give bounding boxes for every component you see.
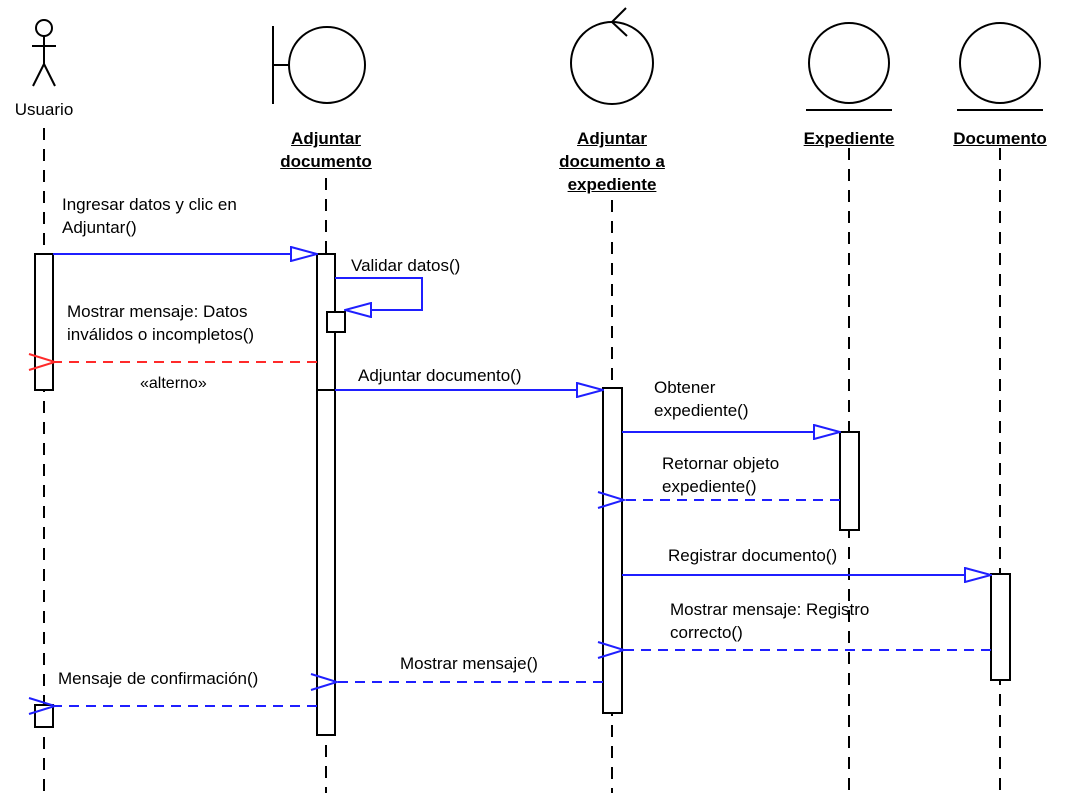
boundary-object-icon (272, 26, 366, 104)
messages (53, 254, 991, 706)
activation-usuario-return (34, 704, 54, 728)
message-label-obtener-expediente: Obtener expediente() (654, 378, 749, 420)
message-label-retornar-expediente: Retornar objeto expediente() (662, 454, 780, 496)
message-label-validar-datos: Validar datos() (351, 256, 461, 275)
activation-adjuntar-documento-a-expediente (602, 387, 623, 714)
activation-adjuntar-documento-self (326, 311, 346, 333)
message-label-adjuntar-documento: Adjuntar documento() (358, 366, 522, 385)
control-object-icon (570, 7, 654, 105)
activation-expediente (839, 431, 860, 531)
entity-object-icon (957, 22, 1043, 111)
message-label-registro-correcto: Mostrar mensaje: Registro correcto() (670, 600, 870, 642)
actor-stick-figure-icon (32, 19, 56, 87)
participant-label-adjuntar-documento: Adjuntar documento (280, 129, 372, 171)
activation-usuario (34, 253, 54, 391)
activation-documento (990, 573, 1011, 681)
message-label-registrar-documento: Registrar documento() (668, 546, 838, 565)
participant-label-usuario: Usuario (14, 100, 74, 119)
participant-label-documento: Documento (953, 129, 1047, 148)
message-label-confirmacion: Mensaje de confirmación() (58, 669, 259, 688)
message-guard-alterno: «alterno» (140, 375, 207, 392)
message-label-mostrar-mensaje: Mostrar mensaje() (400, 654, 538, 673)
message-label-ingresar-datos: Ingresar datos y clic en Adjuntar() (62, 195, 237, 237)
message-arrow-validar-datos (335, 277, 423, 310)
activation-adjuntar-documento (316, 253, 336, 736)
message-label-datos-invalidos: Mostrar mensaje: Datos inválidos o incom… (67, 302, 255, 344)
activations (34, 253, 1011, 736)
entity-object-icon (806, 22, 892, 111)
participant-label-adjuntar-documento-a-expediente: Adjuntar documento a expediente (559, 129, 665, 194)
participant-label-expediente: Expediente (803, 129, 895, 148)
